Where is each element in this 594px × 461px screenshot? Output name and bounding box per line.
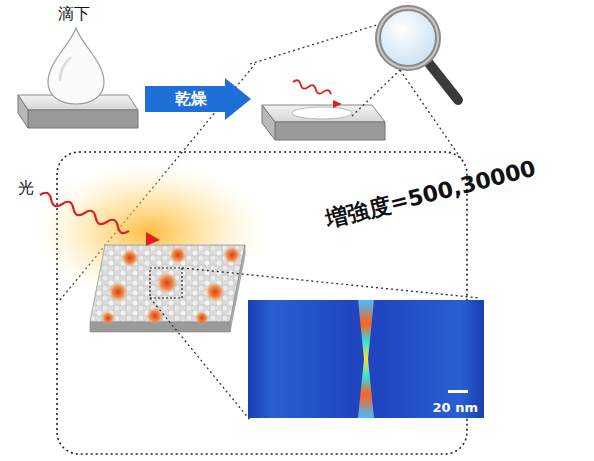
scale-label: 20 nm	[433, 400, 478, 415]
arrow-label: 乾燥	[175, 89, 207, 110]
enhancement-label: 増強度=500,30000	[323, 154, 539, 235]
light-label: 光	[18, 178, 34, 199]
step-label: 滴下	[58, 4, 90, 25]
field-map-inset: 20 nm	[248, 300, 484, 418]
process-arrow: 乾燥	[145, 78, 251, 120]
